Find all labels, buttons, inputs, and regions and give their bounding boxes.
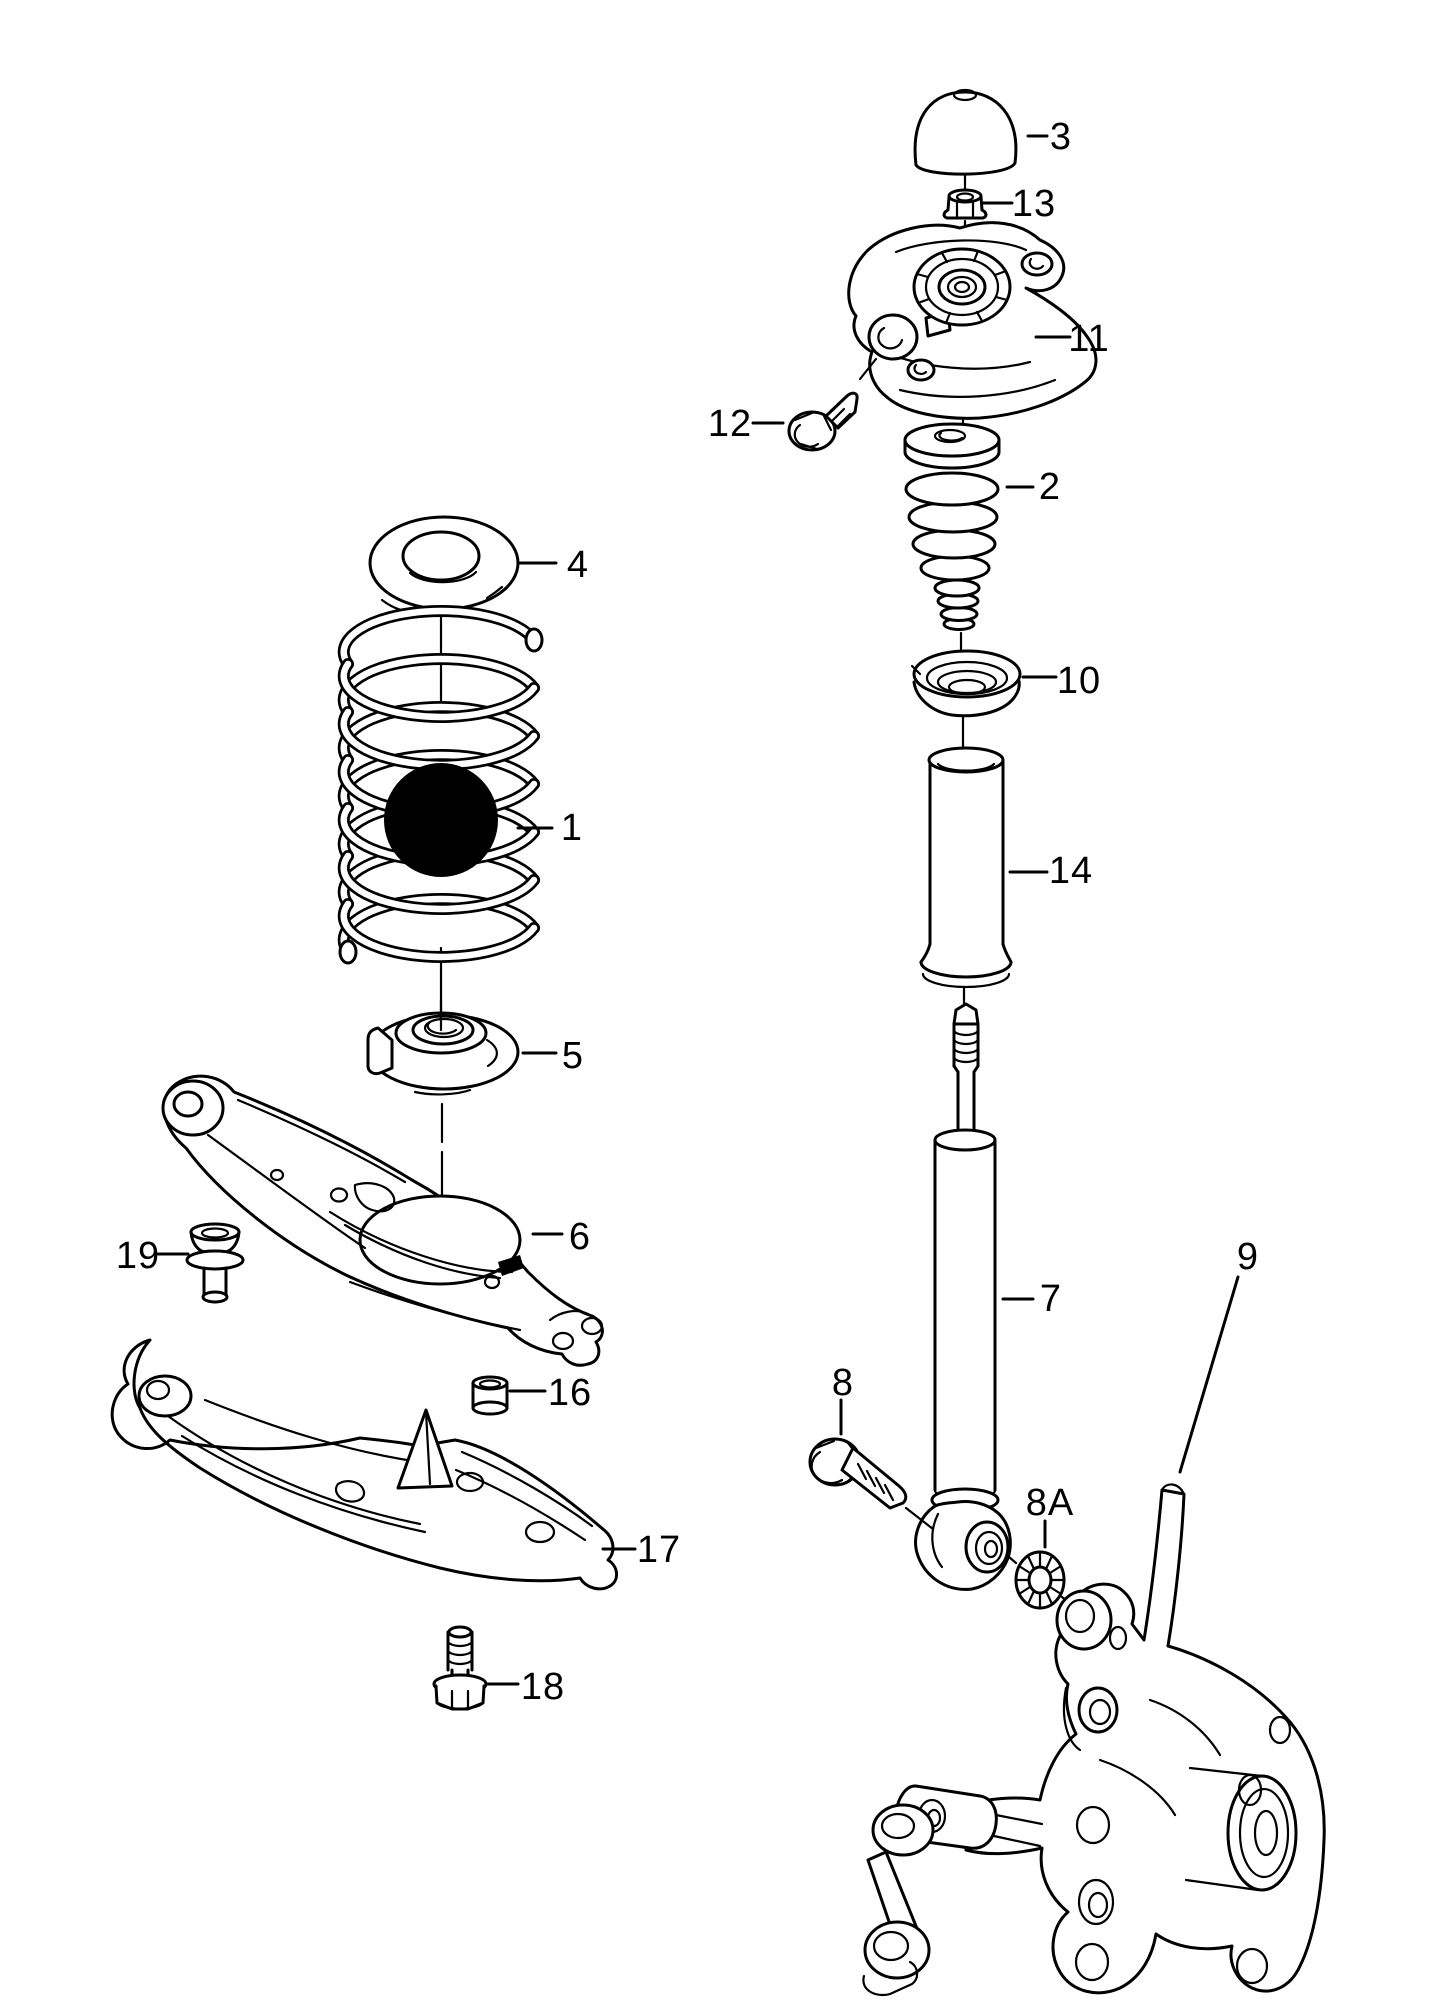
shock-absorber (914, 1002, 1018, 1591)
mount-bolt (787, 357, 878, 452)
part-callout-9[interactable]: 9 (1236, 1236, 1260, 1278)
part-callout-12[interactable]: 12 (707, 403, 753, 445)
part-callout-6[interactable]: 6 (568, 1216, 592, 1258)
wheel-bearing-housing (862, 1483, 1326, 1997)
part-callout-2[interactable]: 2 (1038, 466, 1062, 508)
protective-tube (919, 746, 1013, 989)
coil-spring (337, 605, 544, 965)
part-callout-14[interactable]: 14 (1048, 850, 1094, 892)
part-callout-4[interactable]: 4 (566, 544, 590, 586)
part-callout-8[interactable]: 8 (831, 1362, 855, 1404)
part-callout-16[interactable]: 16 (547, 1372, 593, 1414)
toothed-washer (1014, 1550, 1072, 1610)
part-callout-17[interactable]: 17 (636, 1529, 682, 1571)
lower-control-arm (161, 1074, 604, 1367)
damper-ring (910, 649, 1022, 718)
bushing-sleeve (471, 1375, 509, 1416)
cover-bolt (432, 1625, 488, 1711)
part-callout-7[interactable]: 7 (1039, 1278, 1063, 1320)
part-1-highlight-marker (384, 763, 498, 877)
callout-leader-lines (156, 134, 1240, 1686)
part-callout-5[interactable]: 5 (561, 1035, 585, 1077)
part-callout-1[interactable]: 1 (560, 807, 584, 849)
lower-spring-seat (366, 998, 520, 1096)
strut-top-mount (847, 221, 1098, 420)
strut-nut (942, 188, 988, 220)
protective-cap (913, 88, 1018, 176)
spring-clip-rivet (185, 1222, 245, 1304)
part-callout-19[interactable]: 19 (115, 1235, 161, 1277)
part-callout-11[interactable]: 11 (1068, 318, 1110, 360)
part-callout-13[interactable]: 13 (1011, 183, 1057, 225)
bump-stop (903, 422, 1001, 631)
upper-spring-pad (368, 515, 520, 612)
part-callout-3[interactable]: 3 (1049, 116, 1073, 158)
part-callout-10[interactable]: 10 (1056, 660, 1102, 702)
part-callout-8a[interactable]: 8A (1025, 1482, 1075, 1524)
damper-bolt (808, 1437, 935, 1531)
control-arm-cover (110, 1338, 618, 1591)
part-callout-18[interactable]: 18 (520, 1666, 566, 1708)
